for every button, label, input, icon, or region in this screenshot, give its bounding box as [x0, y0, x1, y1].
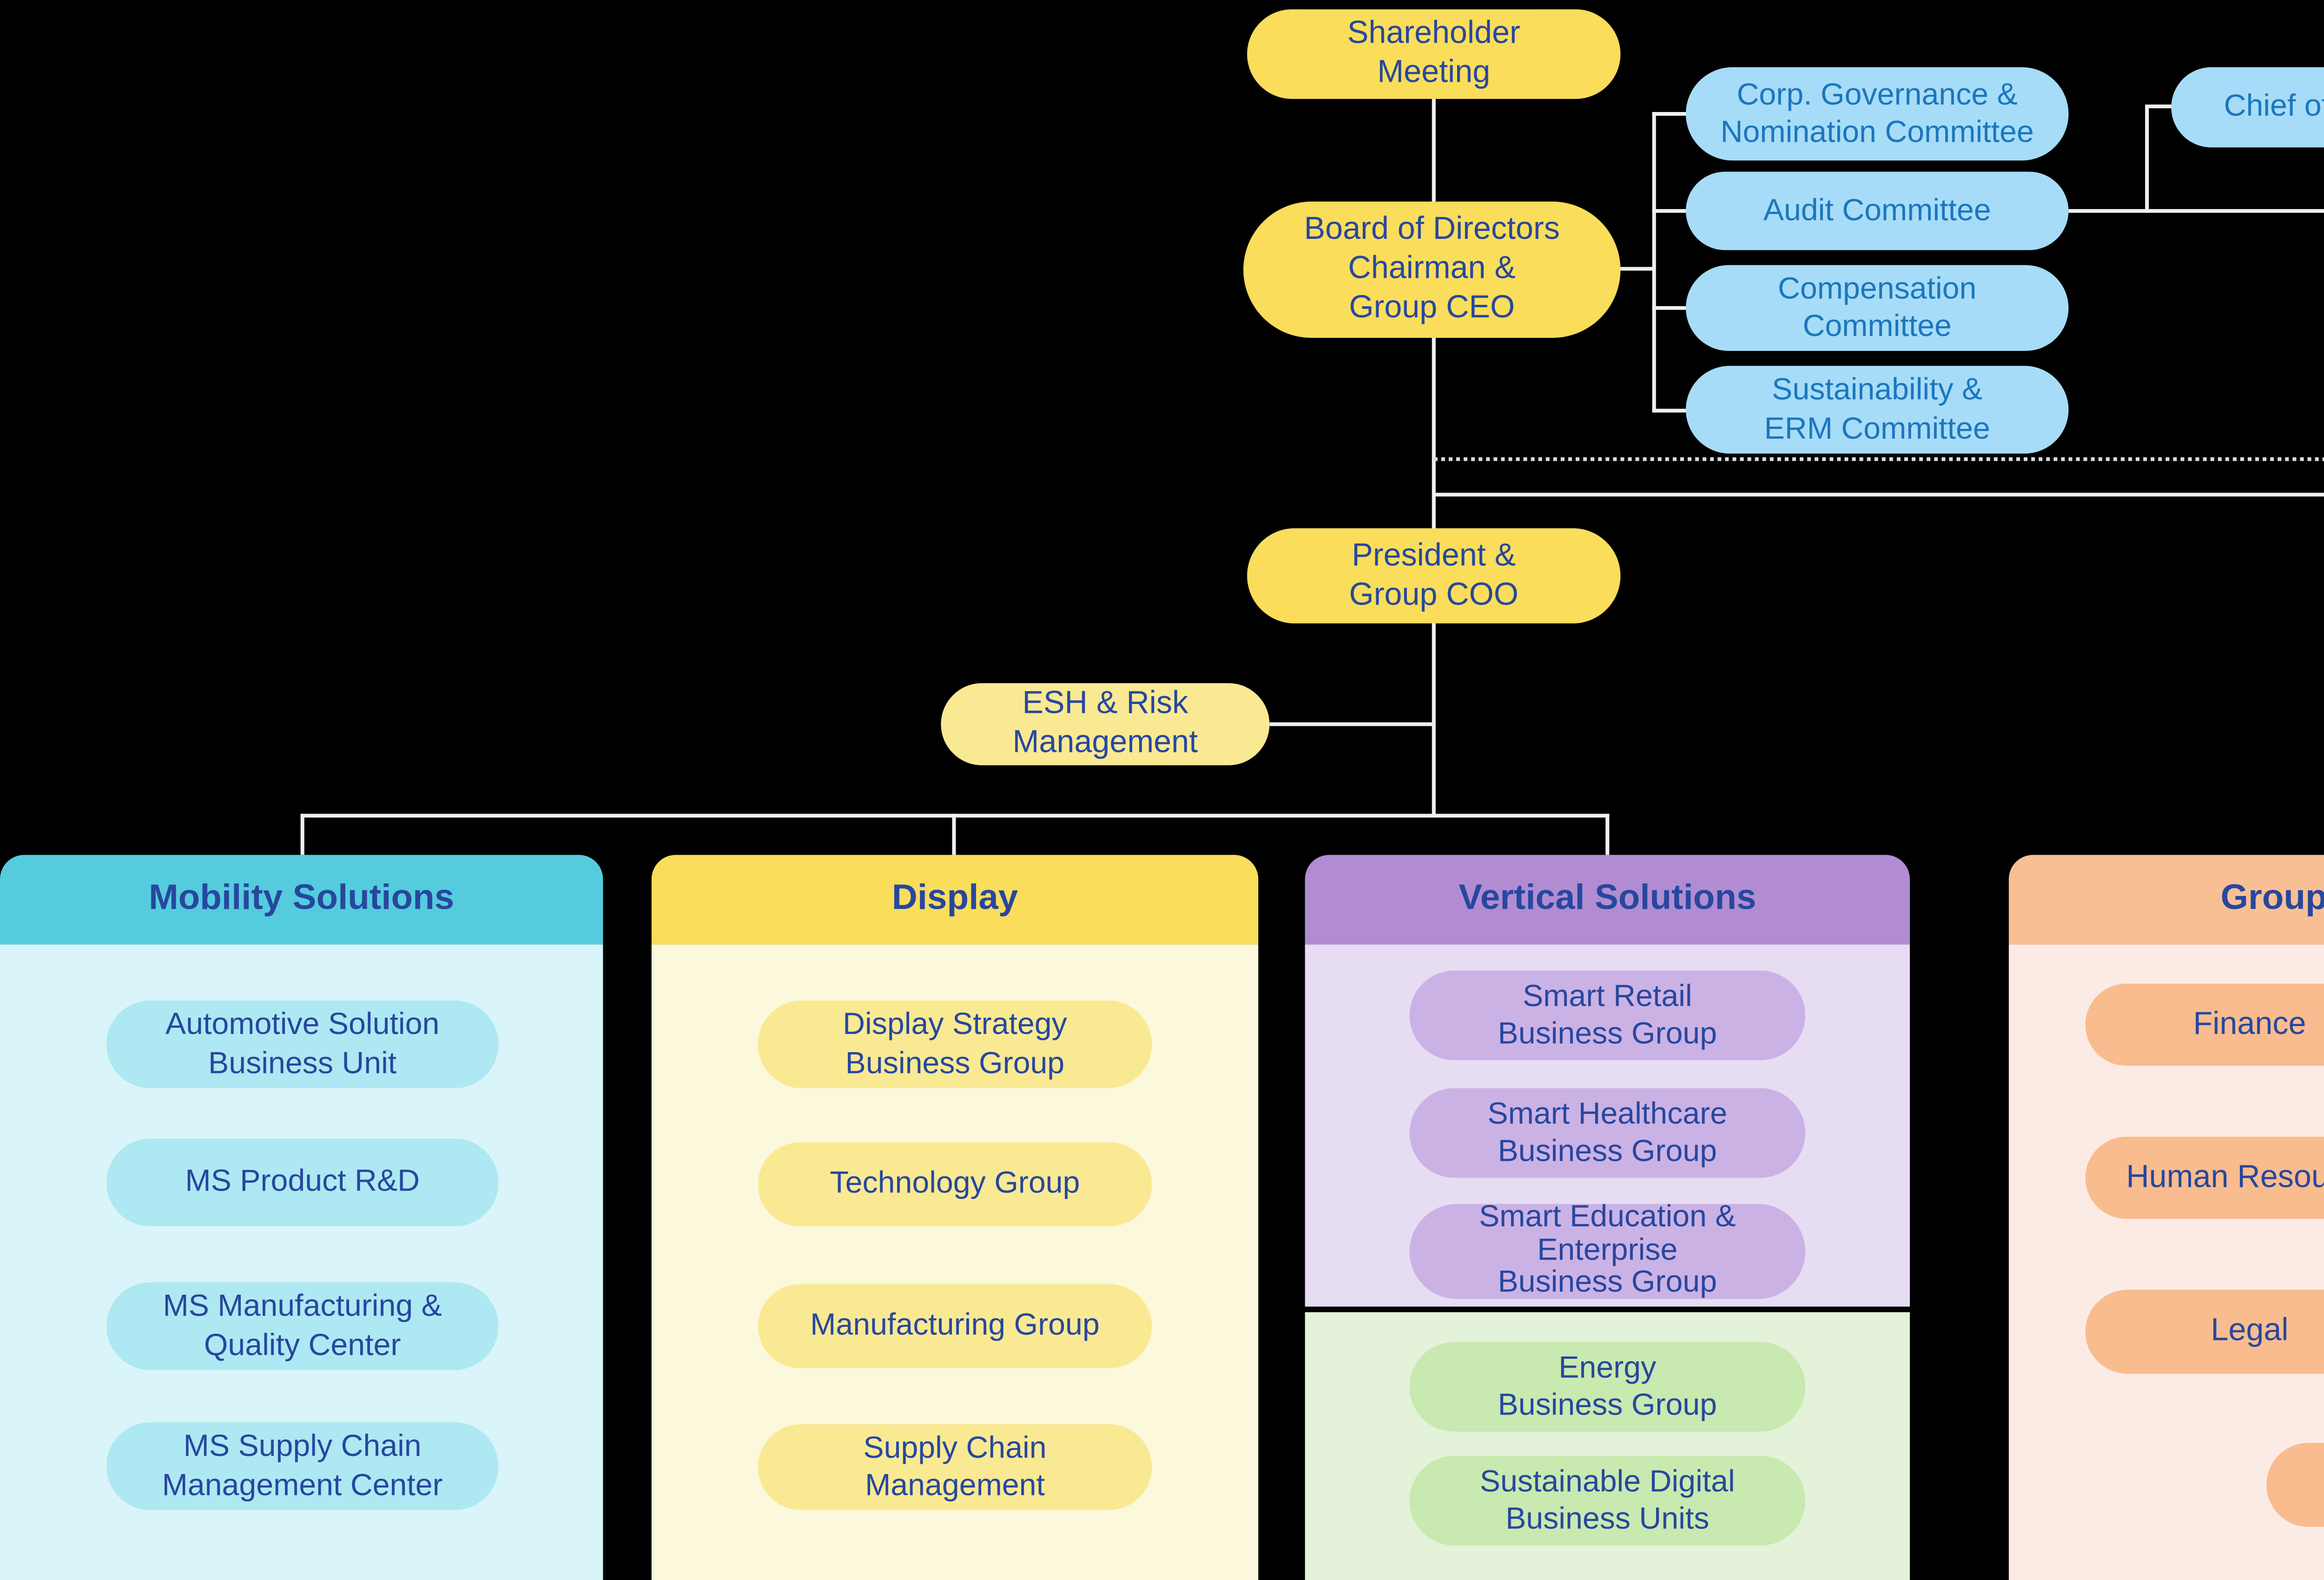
- mobility-item-supply-chain: MS Supply Chain Management Center: [106, 1422, 499, 1510]
- node-president-coo: President & Group COO: [1247, 528, 1621, 624]
- node-chief-of-compliance: Chief of Compliance: [2171, 67, 2324, 148]
- connector-shareholder-board: [1432, 99, 1436, 202]
- mobility-item-manufacturing-quality: MS Manufacturing & Quality Center: [106, 1282, 499, 1370]
- committee-corp-governance: Corp. Governance & Nomination Committee: [1685, 67, 2069, 161]
- connector-vertical-stub: [1605, 814, 1610, 855]
- connector-giu-horizontal: [1433, 493, 2324, 497]
- node-board-of-directors: Board of Directors Chairman & Group CEO: [1243, 201, 1621, 338]
- mobility-item-automotive: Automotive Solution Business Unit: [106, 1000, 499, 1088]
- mobility-header: Mobility Solutions: [0, 855, 603, 945]
- vertical-item-smart-healthcare: Smart Healthcare Business Group: [1409, 1088, 1806, 1178]
- connector-esh: [1269, 722, 1434, 726]
- connector-audit-right-edge: [2068, 209, 2324, 213]
- connector-board-bracket-stub: [1617, 267, 1654, 271]
- mobility-item-product-rd: MS Product R&D: [106, 1139, 499, 1226]
- connector-chief-vertical: [2145, 106, 2149, 213]
- dotted-chief-to-trunk: [1433, 457, 2324, 461]
- giu-item-human-resource: Human Resource: [2085, 1137, 2324, 1219]
- connector-committee-stub-4: [1652, 408, 1686, 413]
- display-header: Display: [651, 855, 1259, 945]
- vertical-item-energy: Energy Business Group: [1409, 1342, 1806, 1432]
- connector-chief-stub: [2145, 104, 2175, 108]
- vertical-item-sustainable-digital: Sustainable Digital Business Units: [1409, 1455, 1806, 1546]
- connector-display-stub: [952, 814, 956, 855]
- vertical-item-smart-education: Smart Education & Enterprise Business Gr…: [1409, 1200, 1806, 1300]
- vertical-item-smart-retail: Smart Retail Business Group: [1409, 970, 1806, 1060]
- connector-committee-stub-2: [1652, 209, 1686, 213]
- giu-item-finance: Finance: [2085, 983, 2324, 1066]
- giu-header: Group Infrastructure Unit: [2008, 855, 2324, 945]
- connector-committee-bracket: [1652, 112, 1656, 413]
- node-shareholder-meeting: Shareholder Meeting: [1247, 9, 1621, 99]
- committee-audit: Audit Committee: [1685, 171, 2069, 250]
- connector-committee-stub-1: [1652, 112, 1686, 116]
- connector-committee-stub-3: [1652, 306, 1686, 310]
- connector-mobility-stub: [300, 814, 304, 855]
- committee-sustainability-erm: Sustainability & ERM Committee: [1685, 366, 2069, 454]
- committee-compensation: Compensation Committee: [1685, 265, 2069, 351]
- giu-item-legal: Legal: [2085, 1290, 2324, 1374]
- display-item-technology: Technology Group: [758, 1142, 1152, 1226]
- display-item-manufacturing: Manufacturing Group: [758, 1284, 1152, 1369]
- vertical-header: Vertical Solutions: [1305, 855, 1910, 945]
- node-esh-risk-management: ESH & Risk Management: [941, 683, 1270, 765]
- display-item-supply-chain: Supply Chain Management: [758, 1424, 1152, 1510]
- display-item-strategy: Display Strategy Business Group: [758, 1000, 1152, 1088]
